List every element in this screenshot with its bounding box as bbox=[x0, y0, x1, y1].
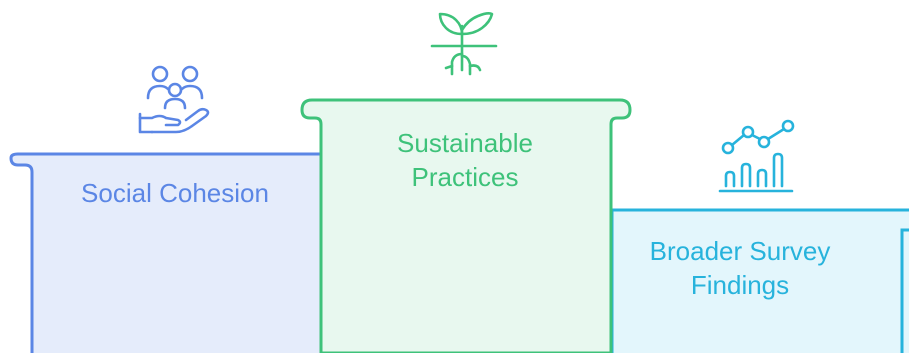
community-care-icon bbox=[138, 65, 210, 134]
podium-column-sustainable-practices bbox=[300, 98, 632, 353]
growth-chart-icon bbox=[718, 119, 795, 193]
podium-column-social-cohesion bbox=[9, 152, 323, 353]
broader-survey-findings-label: Broader Survey Findings bbox=[649, 236, 831, 300]
sustainable-practices-label: Sustainable Practices bbox=[397, 128, 533, 192]
social-cohesion-label: Social Cohesion bbox=[81, 178, 269, 208]
sprout-roots-icon bbox=[430, 12, 498, 76]
